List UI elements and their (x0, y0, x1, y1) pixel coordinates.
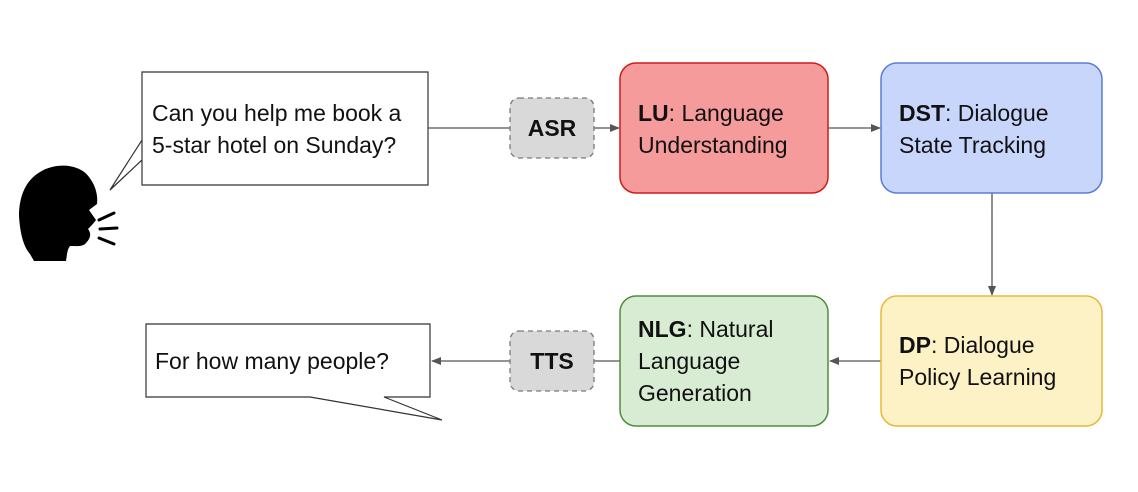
dp-rest: : Dialogue Policy Learning (899, 332, 1057, 390)
lu-module-label: LU: Language Understanding (638, 97, 823, 161)
dst-module-box (880, 62, 1103, 194)
dp-module-label: DP: Dialogue Policy Learning (899, 329, 1099, 393)
tts-box (509, 330, 595, 392)
system-utterance: For how many people? (155, 348, 389, 374)
nlg-module-box (619, 295, 829, 427)
speaking-head-icon (19, 165, 119, 261)
lu-rest: : Language Understanding (638, 100, 788, 158)
asr-box (509, 97, 595, 159)
lu-module-box (619, 62, 829, 194)
nlg-module-label: NLG: Natural Language Generation (638, 313, 818, 409)
dst-abbr: DST (899, 100, 945, 126)
dp-module-box (880, 295, 1103, 427)
dst-rest: : Dialogue State Tracking (899, 100, 1049, 158)
dp-abbr: DP (899, 332, 931, 358)
system-speech-bubble (145, 323, 443, 421)
user-utterance: Can you help me book a 5-star hotel on S… (152, 100, 402, 158)
dst-module-label: DST: Dialogue State Tracking (899, 97, 1094, 161)
nlg-abbr: NLG (638, 316, 687, 342)
user-speech-bubble (109, 71, 429, 191)
tts-label: TTS (530, 348, 574, 374)
asr-label: ASR (527, 115, 577, 141)
lu-abbr: LU (638, 100, 669, 126)
nlg-rest: : Natural Language Generation (638, 316, 774, 406)
